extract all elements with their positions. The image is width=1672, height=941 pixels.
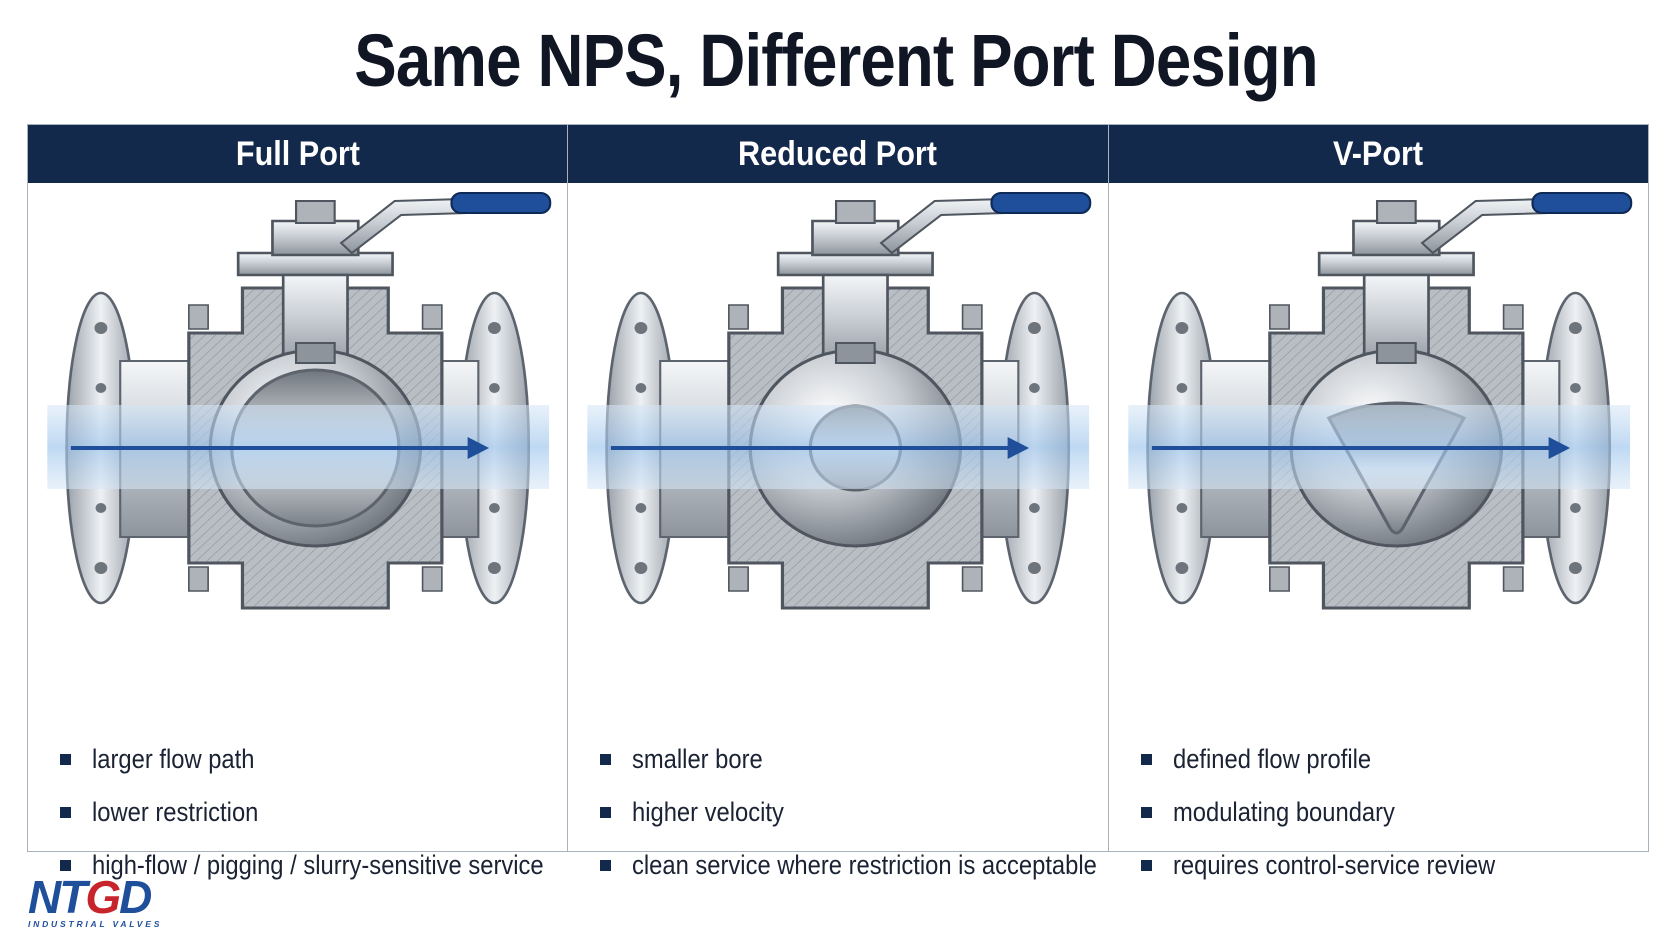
handle-grip	[450, 192, 552, 214]
panel-v-port: V-Port	[1108, 125, 1648, 880]
logo-subtitle: INDUSTRIAL VALVES	[28, 919, 163, 929]
valve-svg	[47, 192, 552, 610]
list-item: higher velocity	[598, 786, 1097, 839]
list-item: larger flow path	[58, 733, 557, 786]
handle-grip	[1531, 192, 1632, 214]
list-item: requires control-service review	[1139, 839, 1638, 892]
company-logo: NTGD INDUSTRIAL VALVES	[28, 871, 188, 930]
panel-full-port: Full Port	[28, 125, 569, 880]
reduced-port-valve-illustration	[568, 183, 1107, 713]
flow-arrowhead-icon	[467, 437, 490, 459]
page-title: Same NPS, Different Port Design	[354, 19, 1318, 102]
list-item: modulating boundary	[1139, 786, 1638, 839]
full-port-valve-illustration	[28, 183, 567, 713]
port-design-comparison: Full Port	[27, 124, 1649, 880]
list-item: lower restriction	[58, 786, 557, 839]
bullet-square-icon	[60, 754, 71, 765]
bullet-list: defined flow profile modulating boundary…	[1139, 733, 1638, 892]
bullet-square-icon	[600, 807, 612, 818]
flow-arrowhead-icon	[1007, 437, 1030, 459]
list-item: clean service where restriction is accep…	[598, 839, 1097, 892]
panel-heading: Reduced Port	[568, 125, 1108, 183]
bullet-square-icon	[60, 807, 71, 818]
panel-reduced-port: Reduced Port	[568, 125, 1109, 880]
flow-arrowhead-icon	[1548, 437, 1570, 459]
bullet-list: larger flow path lower restriction high-…	[58, 733, 557, 892]
bullet-square-icon	[60, 860, 71, 871]
handle-grip	[990, 192, 1092, 214]
v-port-valve-illustration	[1109, 183, 1648, 713]
panel-heading: Full Port	[28, 125, 568, 183]
bullet-square-icon	[600, 754, 612, 765]
list-item: high-flow / pigging / slurry-sensitive s…	[58, 839, 557, 892]
list-item: defined flow profile	[1139, 733, 1638, 786]
list-item: smaller bore	[598, 733, 1097, 786]
logo-mark: NTGD	[28, 871, 152, 923]
bullet-square-icon	[1140, 754, 1152, 765]
bullet-square-icon	[1140, 807, 1152, 818]
valve-svg	[587, 192, 1092, 610]
bullet-list: smaller bore higher velocity clean servi…	[598, 733, 1097, 892]
panel-heading: V-Port	[1108, 125, 1648, 183]
bullet-square-icon	[600, 860, 612, 871]
valve-svg	[1127, 192, 1632, 610]
bullet-square-icon	[1140, 860, 1152, 871]
